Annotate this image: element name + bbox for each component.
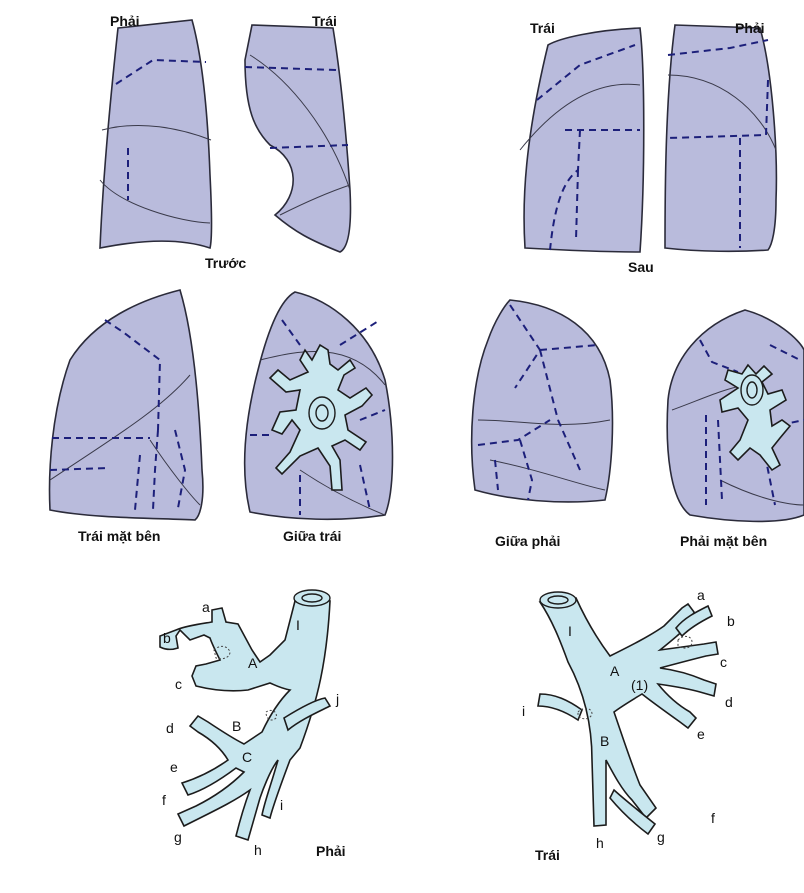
anterior-left-label: Trái — [312, 13, 337, 29]
right-medial-lung — [472, 300, 613, 502]
lb-label-a: a — [697, 587, 705, 603]
lb-caption: Trái — [535, 847, 560, 863]
lb-label-h: h — [596, 835, 604, 851]
posterior-right-lung — [665, 25, 776, 251]
lb-label-i: i — [522, 703, 525, 719]
left-lateral-lung — [50, 290, 203, 520]
anterior-right-lung — [100, 20, 212, 248]
rb-label-e: e — [170, 759, 178, 775]
anterior-caption: Trước — [205, 255, 246, 271]
rb-label-h: h — [254, 842, 262, 858]
right-bronchial-tree — [160, 590, 330, 840]
rb-label-A: A — [248, 655, 258, 671]
rb-label-C: C — [242, 749, 252, 765]
posterior-caption: Sau — [628, 259, 654, 275]
lb-label-d: d — [725, 694, 733, 710]
lb-label-b: b — [727, 613, 735, 629]
lb-label-A: A — [610, 663, 620, 679]
anterior-right-label: Phải — [110, 13, 140, 29]
anterior-view — [100, 20, 351, 252]
left-medial-caption: Giữa trái — [283, 528, 341, 544]
anterior-left-lung — [245, 25, 351, 252]
rb-label-d: d — [166, 720, 174, 736]
rb-label-j: j — [335, 691, 339, 707]
rb-label-b: b — [163, 630, 171, 646]
lb-label-B: B — [600, 733, 609, 749]
rb-label-i: i — [280, 797, 283, 813]
lb-label-e: e — [697, 726, 705, 742]
right-lateral-lung — [667, 310, 804, 521]
posterior-view — [520, 25, 776, 252]
lb-trunk-label: I — [568, 623, 572, 639]
posterior-left-lung — [520, 28, 644, 252]
posterior-right-label: Phải — [735, 20, 765, 36]
posterior-left-label: Trái — [530, 20, 555, 36]
rb-label-f: f — [162, 792, 166, 808]
right-medial-caption: Giữa phải — [495, 533, 560, 549]
lb-label-c: c — [720, 654, 727, 670]
rb-label-B: B — [232, 718, 241, 734]
lb-label-1: (1) — [631, 677, 648, 693]
rb-label-g: g — [174, 829, 182, 845]
left-medial-lung — [245, 292, 393, 519]
rb-trunk-label: I — [296, 617, 300, 633]
rb-caption: Phải — [316, 843, 346, 859]
left-lateral-caption: Trái mặt bên — [78, 528, 160, 544]
right-lateral-caption: Phải mặt bên — [680, 533, 767, 549]
rb-label-c: c — [175, 676, 182, 692]
left-bronchial-tree — [538, 592, 718, 834]
lb-label-g: g — [657, 829, 665, 845]
rb-label-a: a — [202, 599, 210, 615]
lb-label-f: f — [711, 810, 715, 826]
